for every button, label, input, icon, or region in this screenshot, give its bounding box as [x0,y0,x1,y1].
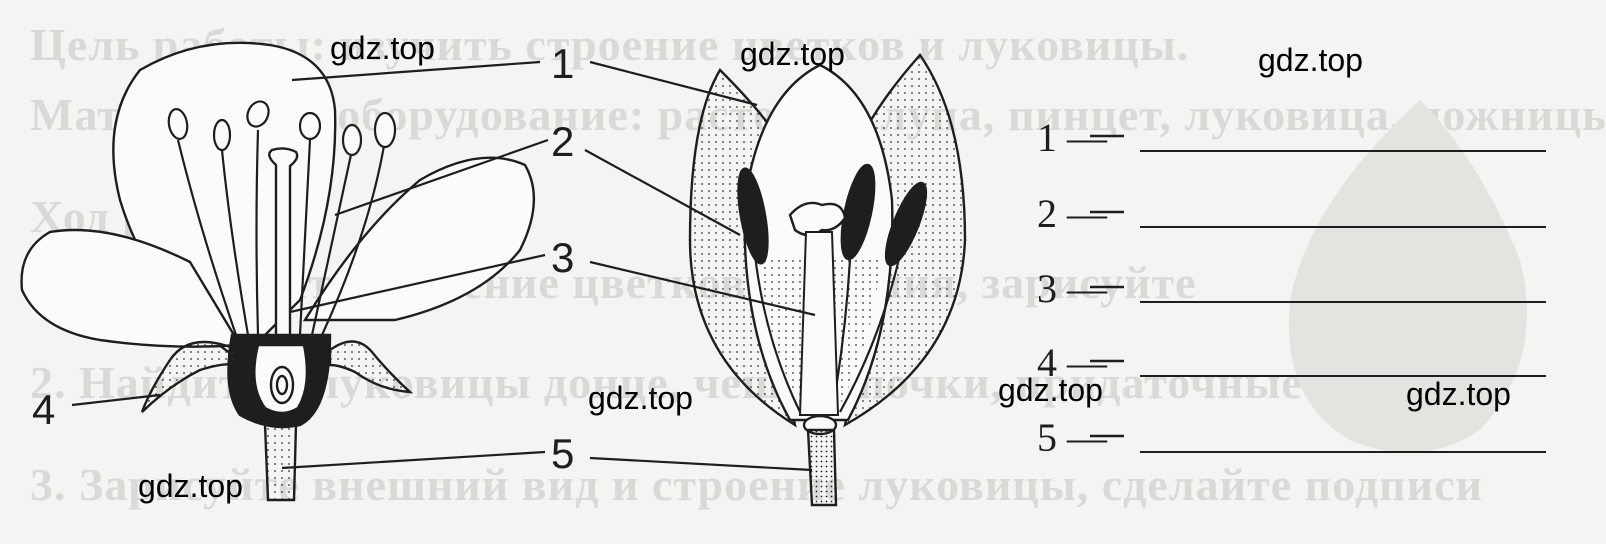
leader-5-right [589,456,813,472]
leader-5-left [281,450,546,470]
left-flower-anthers [167,100,397,157]
left-flower-left-petal [20,228,243,348]
right-flower [688,53,967,507]
watermark: gdz.top [138,468,243,504]
answer-line-5[interactable] [1140,451,1546,453]
answer-line-2[interactable] [1140,226,1546,228]
answer-line-3[interactable] [1140,301,1546,303]
callout-number-5: 5 [551,430,575,477]
answer-line-1[interactable] [1140,150,1546,152]
leader-lines [71,60,816,472]
left-flower-sepal-right [328,340,414,394]
answer-label-3: 3 — [1037,266,1107,311]
left-flower-ovary [253,343,309,415]
callout-number-4: 4 [32,386,56,433]
answer-label-2: 2 — [1037,191,1107,236]
leader-1-right [589,60,758,107]
watermark: gdz.top [330,30,435,66]
leader-4 [71,393,161,407]
leader-1-left [291,60,541,82]
watermark: gdz.top [998,372,1103,408]
left-flower-sepal-left [140,340,240,413]
watermark: gdz.top [1258,42,1363,78]
answer-label-5: 5 — [1037,415,1107,460]
faded-bulb-shape [1288,100,1527,453]
right-flower-anthers [737,163,928,267]
left-flower-stalk [263,422,298,502]
callout-number-1: 1 [551,40,575,87]
answer-label-1: 1 — [1037,115,1107,160]
leader-3-left [289,253,546,314]
leader-2-left [334,138,549,217]
watermark: gdz.top [588,380,693,416]
leader-3-right [589,260,816,317]
watermark: gdz.top [1406,376,1511,412]
left-flower [20,41,535,502]
answer-label-4: 4 — [1037,340,1107,385]
left-flower-pistil [268,147,299,347]
callout-number-2: 2 [551,118,575,165]
left-flower-right-petal [302,156,535,322]
answer-line-4[interactable] [1140,375,1546,377]
answer-dashes [1090,134,1124,438]
left-flower-ovule [269,365,295,405]
right-flower-pistil [798,231,840,416]
right-flower-stalk [806,428,838,507]
watermark: gdz.top [740,36,845,72]
callout-number-3: 3 [551,234,575,281]
leader-2-right [584,149,741,236]
